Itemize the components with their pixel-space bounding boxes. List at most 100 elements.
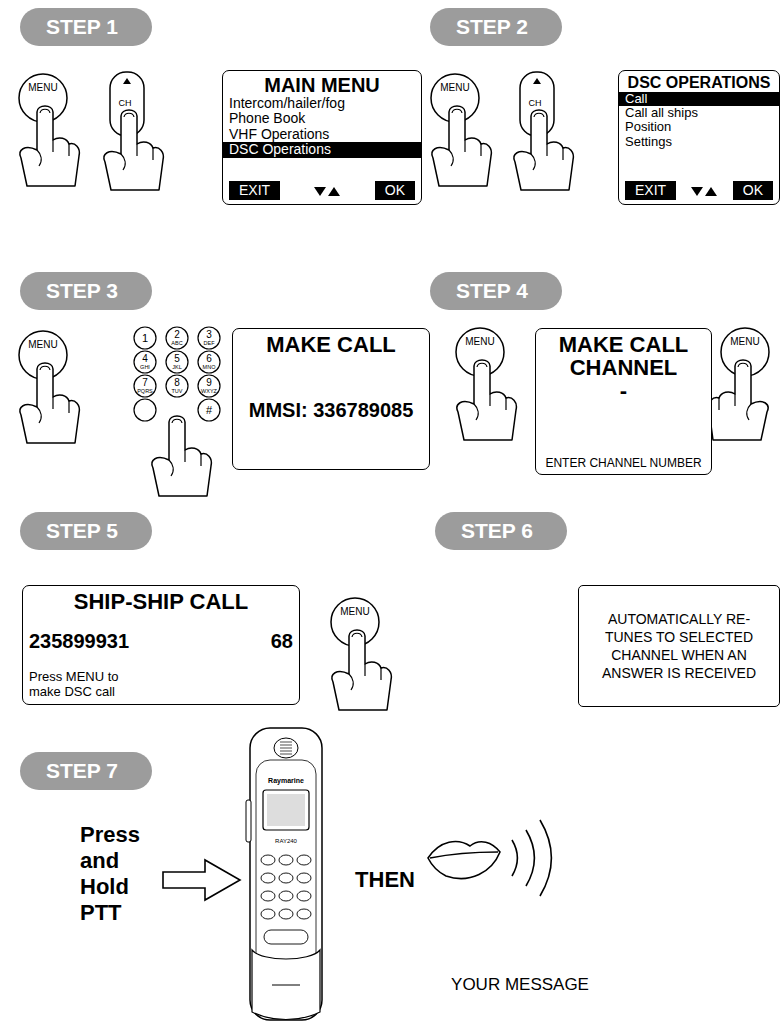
hand-detail xyxy=(349,633,381,690)
screen-text: Settings xyxy=(625,135,773,149)
radio-key xyxy=(261,891,275,901)
screen-text: MMSI: 336789085 xyxy=(239,400,423,421)
scroll-arrows xyxy=(689,184,719,198)
radio-key xyxy=(261,855,275,865)
keypad-legend: MNO xyxy=(203,364,216,370)
screen-text: STEP 2 xyxy=(456,15,528,39)
label-text: Raymarine xyxy=(268,777,304,785)
radio-display xyxy=(267,794,305,826)
speaker-grille xyxy=(280,748,292,749)
screen-text: STEP 6 xyxy=(461,519,533,543)
radio-nav xyxy=(264,930,308,944)
radio-screen xyxy=(263,790,309,830)
lcd-screen: MAIN MENUIntercom/hailer/fogPhone BookVH… xyxy=(222,70,422,205)
speaker xyxy=(274,738,298,758)
keypad-legend: 6 xyxy=(206,353,212,365)
keypad-key xyxy=(198,327,220,349)
label-text: MENU xyxy=(730,336,759,348)
sound-wave xyxy=(526,830,534,886)
label-text: CH xyxy=(529,98,542,108)
pointing-hand xyxy=(432,106,491,186)
note-box: AUTOMATICALLY RE-TUNES TO SELECTED CHANN… xyxy=(578,585,780,707)
screen-text: DSC OPERATIONS xyxy=(625,75,773,92)
press-arrow xyxy=(163,860,240,900)
spacer xyxy=(29,613,293,631)
keypad-legend: 5 xyxy=(174,353,180,365)
scroll-arrows xyxy=(312,184,342,198)
radio-key xyxy=(279,909,293,919)
lips-line xyxy=(430,852,498,858)
keypad-legend: DEF xyxy=(204,340,215,346)
hand-outline xyxy=(20,106,79,186)
keypad-legend: 2 xyxy=(174,329,180,341)
step-label: STEP 7 xyxy=(20,752,152,790)
hand-detail xyxy=(37,109,69,166)
spacer xyxy=(29,652,293,670)
radio-cradle xyxy=(252,950,320,1020)
cradle-detail xyxy=(272,985,300,986)
ptt-button xyxy=(246,800,251,842)
hand-outline xyxy=(432,106,491,186)
step-label: STEP 2 xyxy=(430,8,562,46)
keypad-key xyxy=(166,351,188,373)
hand-outline xyxy=(514,110,573,190)
radio-key xyxy=(279,873,293,883)
screen-text: SHIP-SHIP CALL xyxy=(29,590,293,613)
keypad-legend: GHI xyxy=(140,364,150,370)
softkey-bar: EXITOK xyxy=(625,178,773,200)
step-label: STEP 4 xyxy=(430,272,562,310)
keypad-key xyxy=(166,375,188,397)
hand-outline xyxy=(152,416,211,496)
radio-key xyxy=(279,891,293,901)
down-arrow xyxy=(691,187,703,196)
keypad-legend: 4 xyxy=(142,353,148,365)
screen-text: VHF Operations xyxy=(229,127,415,142)
screen-text: MAKE CALL xyxy=(542,333,705,356)
keypad-legend: # xyxy=(206,404,212,417)
screen-text: MAIN MENU xyxy=(229,75,415,96)
label-text: MENU xyxy=(440,82,469,94)
pointing-hand xyxy=(709,360,768,440)
label-text: MENU xyxy=(28,82,57,94)
label-text: CH xyxy=(119,98,132,108)
speaker-grille xyxy=(280,751,292,752)
speaker-grille xyxy=(280,754,292,755)
sound-wave xyxy=(540,820,551,896)
softkey: OK xyxy=(375,181,415,200)
keypad-key xyxy=(198,399,220,421)
screen-text: Press MENU to make DSC call xyxy=(29,670,147,700)
keypad-legend: JKL xyxy=(172,364,181,370)
speaker-grille xyxy=(280,745,292,746)
speaker-grille xyxy=(280,742,292,743)
radio-key xyxy=(297,855,311,865)
radio-key xyxy=(261,909,275,919)
label-text: MENU xyxy=(28,339,57,351)
softkey-bar: EXITOK xyxy=(229,178,415,200)
pointing-hand xyxy=(20,363,79,443)
spacer xyxy=(542,402,705,456)
spacer xyxy=(239,356,423,400)
radio-key xyxy=(297,891,311,901)
up-arrow xyxy=(328,187,340,196)
hand-detail xyxy=(531,113,563,170)
keypad-key xyxy=(134,351,156,373)
hand-detail xyxy=(121,113,153,170)
pointing-hand xyxy=(20,106,79,186)
step-label: STEP 1 xyxy=(20,8,152,46)
hand-detail xyxy=(474,363,506,420)
screen-text: STEP 7 xyxy=(46,759,118,783)
keypad-key xyxy=(198,375,220,397)
keypad-legend: 1 xyxy=(142,332,148,345)
screen-text: 68 xyxy=(271,631,293,652)
radio-key xyxy=(297,909,311,919)
hand-outline xyxy=(457,360,516,440)
keypad-key xyxy=(134,399,156,421)
label-text: MENU xyxy=(465,336,494,348)
softkey: EXIT xyxy=(625,181,676,200)
hand-detail xyxy=(449,109,481,166)
screen-text: - xyxy=(542,379,705,402)
hand-outline xyxy=(104,110,163,190)
number-row: 235899931 68 xyxy=(29,631,293,652)
screen-text: 235899931 xyxy=(29,631,129,652)
